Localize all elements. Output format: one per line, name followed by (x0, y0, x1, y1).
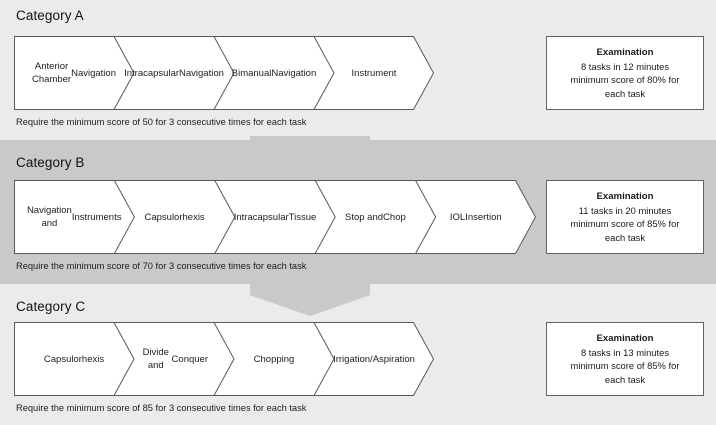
chain-outline-a (14, 36, 434, 110)
process-step-label-line2: Chop (383, 211, 406, 223)
process-step-label-line2: Insertion (465, 211, 502, 223)
chain-outline-c (14, 322, 434, 396)
process-step-label-line1: Navigation and (26, 205, 72, 229)
process-step-label-line1: Bimanual (231, 67, 272, 79)
examination-line3-b: each task (604, 231, 646, 243)
process-step-label-line1: Irrigation/ (333, 353, 373, 365)
category-title-b: Category B (16, 155, 85, 170)
requirement-note-a: Require the minimum score of 50 for 3 co… (16, 117, 307, 127)
category-title-a: Category A (16, 8, 84, 23)
process-step-label-line2: Navigation (271, 67, 317, 79)
process-step-label-line2: Instruments (71, 211, 122, 223)
process-step-c-4[interactable]: Irrigation/Aspiration (333, 322, 415, 396)
process-step-label-line1: Instrument (351, 67, 397, 79)
process-step-label-line1: Capsulorhexis (144, 211, 205, 223)
process-step-label-line2: Conquer (171, 353, 208, 365)
process-step-label-line1: Divide and (142, 347, 169, 371)
examination-box-c: Examination 8 tasks in 13 minutes minimu… (546, 322, 704, 396)
requirement-note-b: Require the minimum score of 70 for 3 co… (16, 261, 307, 271)
process-step-label-line2: Navigation (179, 67, 224, 79)
process-step-a-4[interactable]: Instrument (334, 36, 414, 110)
process-step-label-line1: Intracapsular (124, 67, 180, 79)
examination-line2-c: minimum score of 85% for (570, 360, 680, 371)
chain-outline-b (14, 180, 536, 254)
process-step-label-line1: Intracapsular (233, 211, 289, 223)
examination-box-a: Examination 8 tasks in 12 minutes minimu… (546, 36, 704, 110)
examination-line2-b: minimum score of 85% for (570, 218, 680, 229)
process-step-label-line2: Aspiration (372, 353, 415, 365)
examination-line1-b: 11 tasks in 20 minutes (578, 204, 672, 216)
examination-line3-c: each task (604, 373, 646, 385)
process-step-c-3[interactable]: Chopping (234, 322, 314, 396)
process-step-label-line1: IOL (449, 211, 466, 223)
process-step-label-line2: Tissue (288, 211, 317, 223)
process-step-label-line2: Navigation (71, 67, 116, 79)
examination-line3-a: each task (604, 87, 646, 99)
examination-box-b: Examination 11 tasks in 20 minutes minim… (546, 180, 704, 254)
examination-title-a: Examination (596, 47, 654, 58)
examination-title-c: Examination (596, 333, 654, 344)
process-step-b-2[interactable]: Capsulorhexis (134, 180, 214, 254)
process-step-label-line1: Anterior Chamber (32, 61, 72, 85)
examination-title-b: Examination (596, 191, 654, 202)
examination-line1-a: 8 tasks in 12 minutes (580, 60, 670, 72)
process-step-c-1[interactable]: Capsulorhexis (34, 322, 114, 396)
examination-line1-c: 8 tasks in 13 minutes (580, 346, 670, 358)
process-step-label-line1: Stop and (345, 211, 384, 223)
process-step-label-line1: Capsulorhexis (43, 353, 105, 365)
examination-line2-a: minimum score of 80% for (570, 74, 680, 85)
requirement-note-c: Require the minimum score of 85 for 3 co… (16, 403, 307, 413)
process-step-label-line1: Chopping (253, 353, 295, 365)
category-title-c: Category C (16, 299, 86, 314)
